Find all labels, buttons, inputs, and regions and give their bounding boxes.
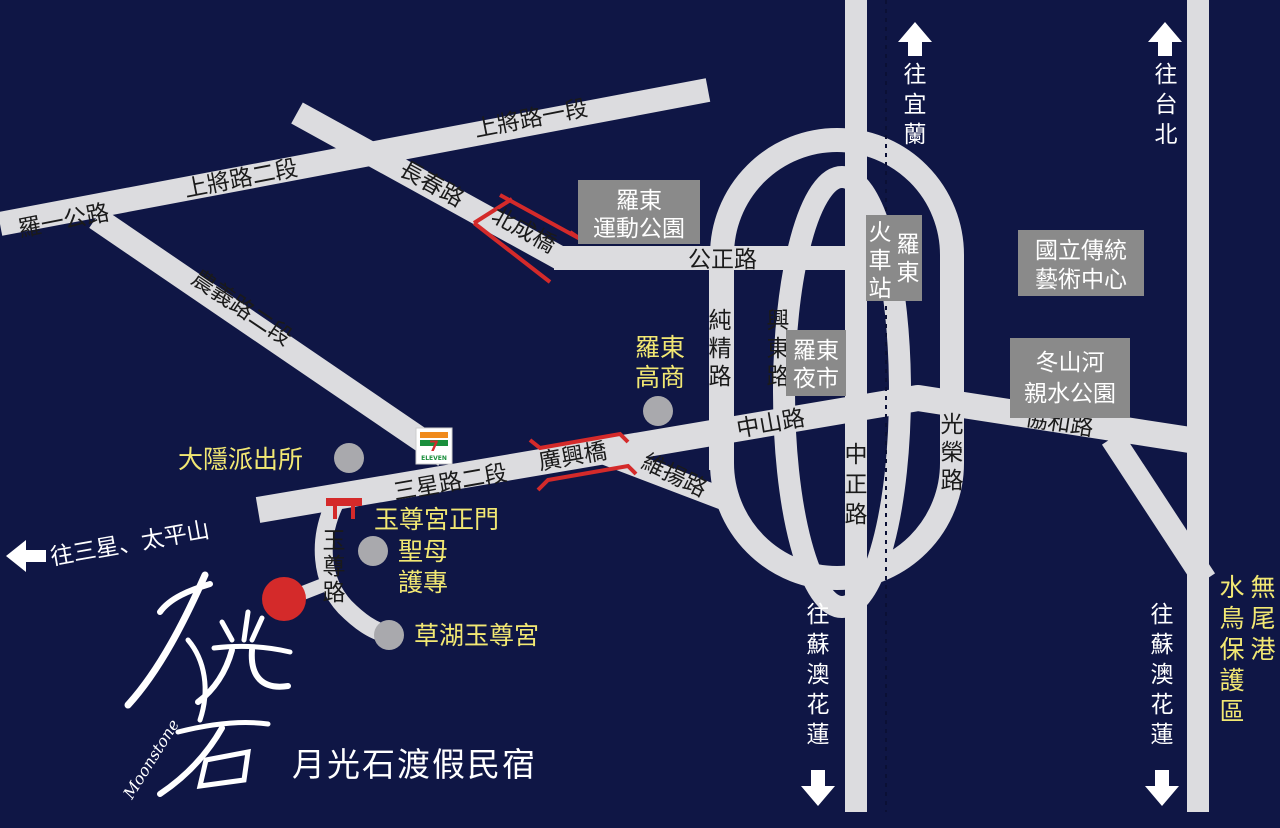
landmark-night-market[interactable]: 羅東 夜市 <box>786 330 846 396</box>
landmark-station-col1: 火車站 <box>869 220 892 302</box>
label-weiyang: 維揚路 <box>637 449 710 503</box>
road-inner-oval <box>773 166 911 618</box>
svg-text:親水公園: 親水公園 <box>1024 381 1116 407</box>
svg-text:水鳥保護區: 水鳥保護區 <box>1219 573 1244 726</box>
dir-suao-2: 往蘇澳花蓮 <box>1151 602 1174 748</box>
svg-text:7: 7 <box>429 439 439 455</box>
svg-text:護專: 護專 <box>398 568 448 597</box>
svg-text:往蘇澳花蓮: 往蘇澳花蓮 <box>1151 602 1174 748</box>
svg-text:大隱派出所: 大隱派出所 <box>178 445 303 474</box>
logo: Moonstone 月光石渡假民宿 <box>119 571 537 803</box>
svg-text:玉尊宮正門: 玉尊宮正門 <box>374 505 499 534</box>
svg-text:往宜蘭: 往宜蘭 <box>904 62 927 148</box>
bridge-guangxing <box>528 431 638 492</box>
svg-text:無尾港: 無尾港 <box>1250 573 1275 664</box>
arrow-left-sanxing <box>6 540 46 572</box>
poi-luodong-high[interactable]: 羅東 高商 <box>635 333 685 426</box>
label-shangjiang-1: 上將路一段 <box>472 95 590 142</box>
svg-text:羅東: 羅東 <box>793 338 839 364</box>
road-sanxing-zhongshan <box>255 385 1192 523</box>
logo-calligraphy-icon <box>124 571 293 797</box>
road-weiyang <box>596 441 730 511</box>
label-chunjing: 純精路 <box>709 308 732 390</box>
dir-suao-1: 往蘇澳花蓮 <box>807 602 830 748</box>
landmark-dongshan-river[interactable]: 冬山河 親水公園 <box>1010 338 1130 418</box>
svg-text:藝術中心: 藝術中心 <box>1035 267 1127 293</box>
landmark-sports-park[interactable]: 羅東 運動公園 <box>578 180 700 244</box>
poi-yuzun-gate[interactable]: 玉尊宮正門 <box>326 498 499 534</box>
label-nongyi: 農義路二段 <box>187 265 297 351</box>
landmark-station[interactable]: 火車站 羅東 <box>866 215 922 302</box>
arrow-down-suao-1 <box>801 770 835 806</box>
svg-text:冬山河: 冬山河 <box>1036 350 1105 376</box>
label-yuzun: 玉尊路 <box>323 528 346 606</box>
arrow-up-taipei <box>1148 22 1182 56</box>
svg-text:ELEVEN: ELEVEN <box>421 455 447 462</box>
label-xingdong: 興東路 <box>767 308 790 390</box>
label-gongzheng: 公正路 <box>688 247 757 273</box>
dir-yilan: 往宜蘭 <box>904 62 927 148</box>
svg-text:往蘇澳花蓮: 往蘇澳花蓮 <box>807 602 830 748</box>
label-guangrong: 光榮路 <box>941 412 964 494</box>
hotel-marker[interactable] <box>262 577 306 621</box>
svg-text:聖母: 聖母 <box>398 537 448 566</box>
seven-eleven-icon[interactable]: 7 ELEVEN <box>415 427 453 465</box>
svg-text:往台北: 往台北 <box>1155 62 1178 148</box>
landmark-station-col2: 羅東 <box>897 232 920 286</box>
road-changchun <box>291 102 566 269</box>
label-shangjiang-2: 上將路二段 <box>182 155 300 202</box>
poi-nursing-school[interactable]: 聖母 護專 <box>358 536 448 597</box>
bridge-beicheng <box>472 193 584 284</box>
roads <box>0 0 1216 812</box>
landmark-arts-center[interactable]: 國立傳統 藝術中心 <box>1018 230 1144 296</box>
svg-text:草湖玉尊宮: 草湖玉尊宮 <box>414 621 539 650</box>
label-changchun: 長春路 <box>395 157 468 213</box>
svg-text:羅東: 羅東 <box>635 333 685 362</box>
poi-police[interactable]: 大隱派出所 <box>178 443 364 474</box>
svg-text:夜市: 夜市 <box>793 366 839 392</box>
arrow-up-yilan <box>898 22 932 56</box>
road-outer-loop <box>710 128 964 590</box>
logo-name: 月光石渡假民宿 <box>292 745 537 784</box>
svg-text:國立傳統: 國立傳統 <box>1035 238 1127 264</box>
svg-text:高商: 高商 <box>635 363 685 392</box>
dir-taipei: 往台北 <box>1155 62 1178 148</box>
label-zhongzheng: 中正路 <box>845 442 868 528</box>
road-nongyi <box>89 208 452 466</box>
logo-script: Moonstone <box>119 716 183 803</box>
svg-text:運動公園: 運動公園 <box>593 216 685 242</box>
arrow-down-suao-2 <box>1145 770 1179 806</box>
road-yuzun <box>314 501 389 643</box>
poi-caohu-temple[interactable]: 草湖玉尊宮 <box>374 620 539 650</box>
dir-sanxing: 往三星、太平山 <box>49 517 212 571</box>
svg-text:羅東: 羅東 <box>616 188 662 214</box>
